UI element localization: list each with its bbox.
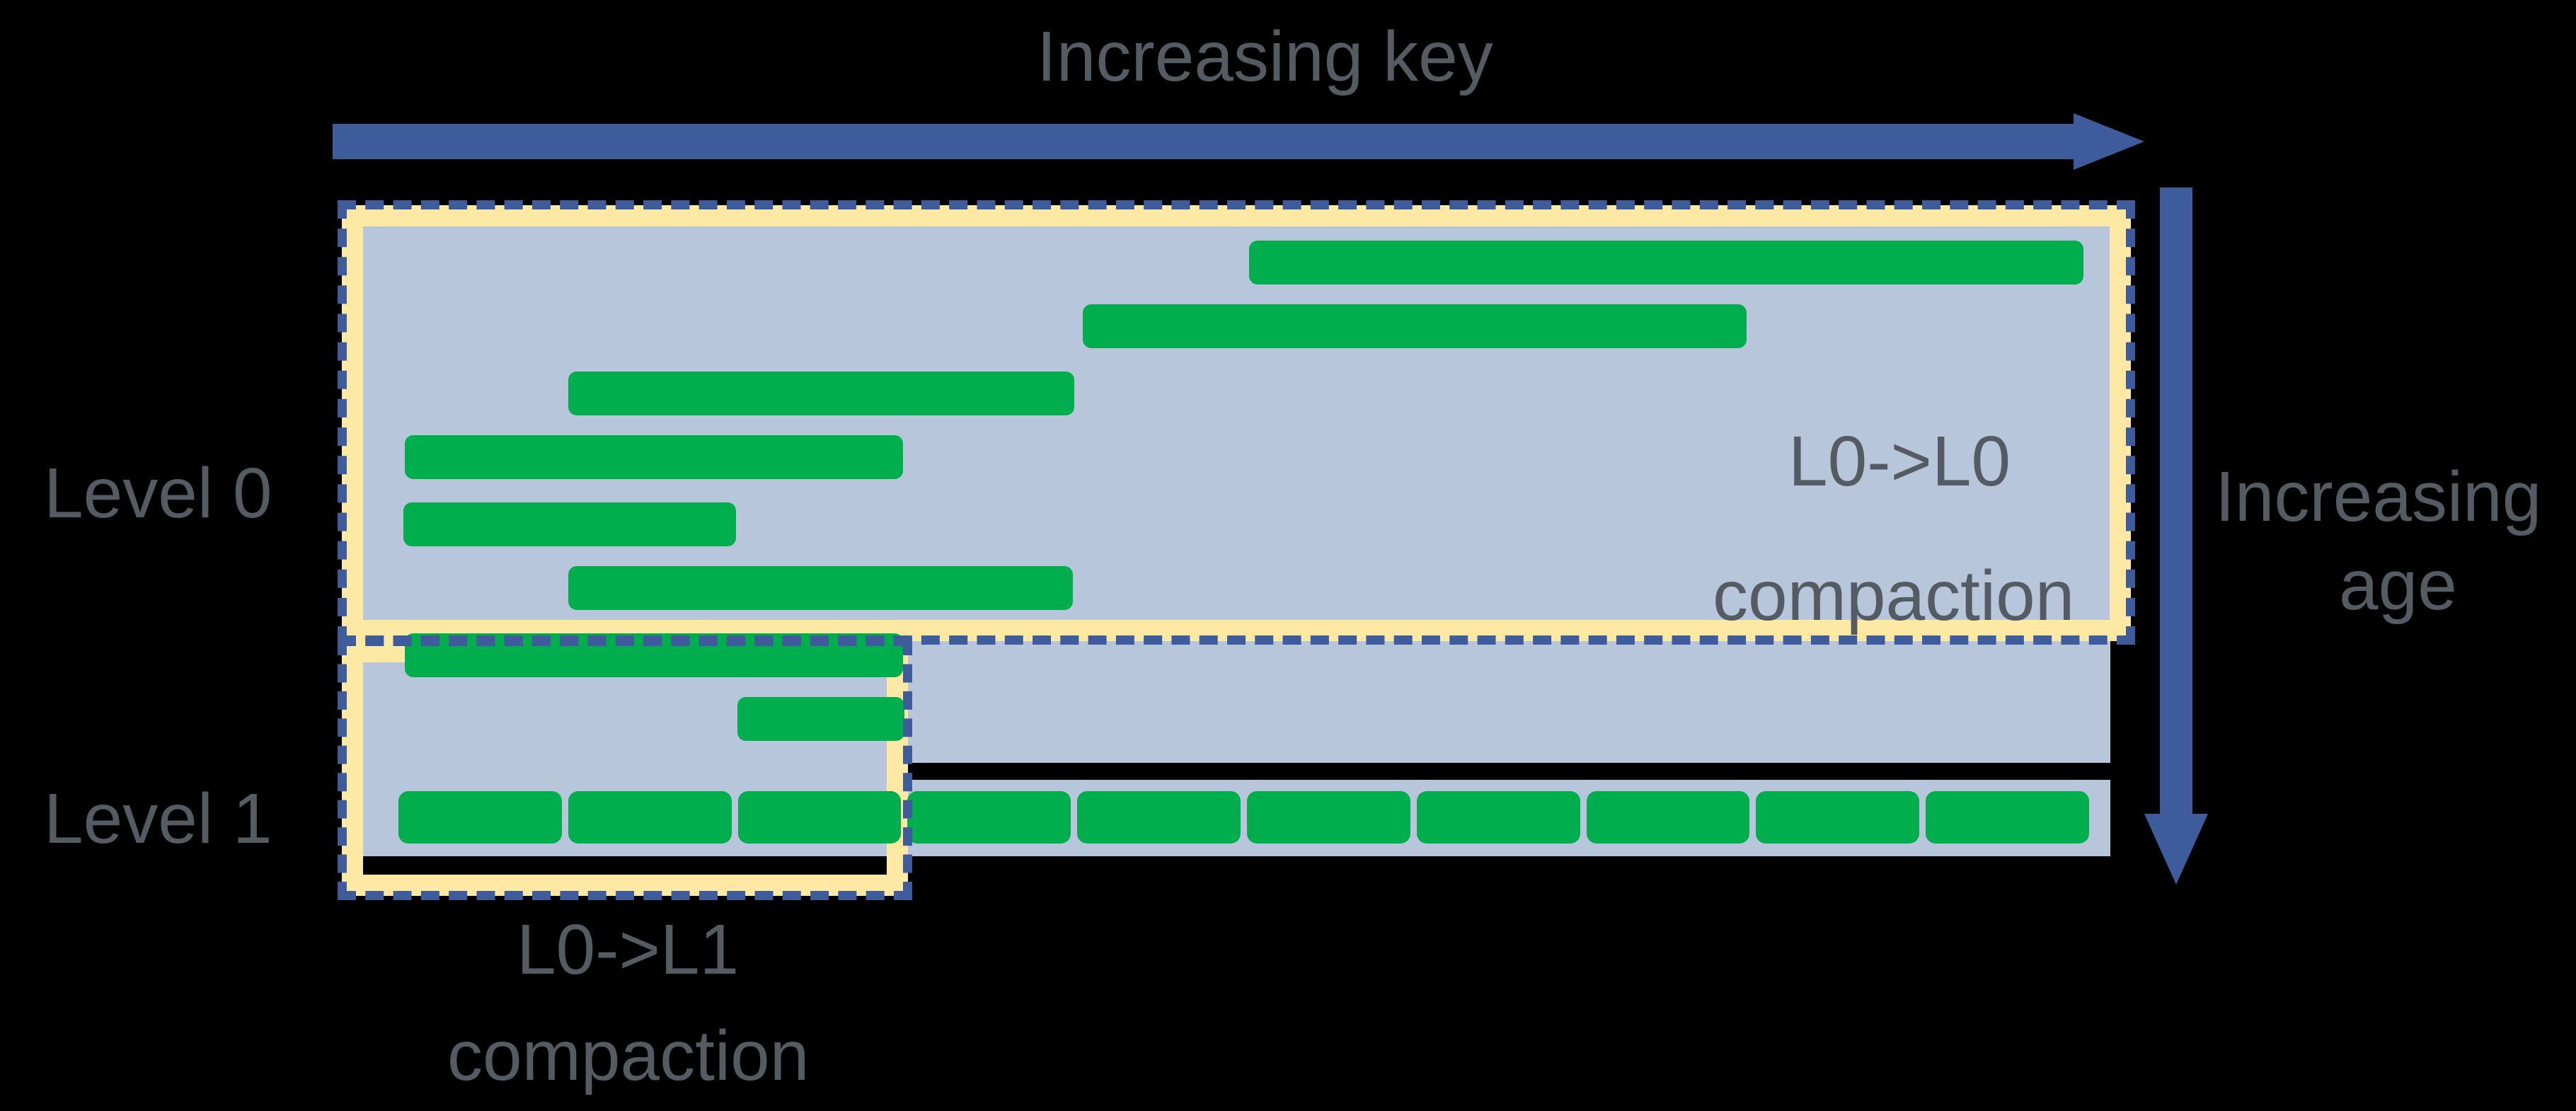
sstable-l0-7 [405,633,903,677]
l0-l1-compaction-label-line1: L0->L1 [517,910,740,989]
sstable-l0-6 [568,566,1073,610]
sstable-l1-3 [737,791,902,844]
increasing-age-arrow-icon [2144,188,2208,885]
level-1-label: Level 1 [44,779,272,858]
panel-separator-gap [908,763,2136,780]
sstable-l1-7 [1416,791,1580,844]
sstable-l0-5 [403,502,736,546]
l0-l0-compaction-label-line2: compaction [1713,556,2075,635]
increasing-age-label-line2: age [2339,546,2457,625]
l0-l1-compaction-label-line2: compaction [447,1016,810,1095]
increasing-age-label-line1: Increasing [2215,457,2542,536]
sstable-l0-1 [1249,241,2083,284]
l0-l1-compaction-highlight [342,641,908,896]
increasing-key-label: Increasing key [1037,17,1493,96]
sstable-l1-9 [1756,791,1920,844]
increasing-key-arrow-icon [333,113,2144,170]
sstable-l0-3 [568,372,1074,415]
sstable-l1-10 [1926,791,2089,844]
sstable-l1-1 [398,791,562,844]
l0-l0-compaction-label-line1: L0->L0 [1788,422,2011,501]
level-0-label: Level 0 [44,454,272,533]
sstable-l1-5 [1077,791,1241,844]
level1-sstable-row [398,791,2089,844]
sstable-l0-8 [737,697,904,741]
sstable-l1-4 [907,791,1071,844]
sstable-l0-2 [1083,304,1747,348]
sstable-l1-2 [568,791,732,844]
sstable-l1-6 [1246,791,1410,844]
sstable-l1-8 [1586,791,1750,844]
sstable-l0-4 [405,435,903,479]
